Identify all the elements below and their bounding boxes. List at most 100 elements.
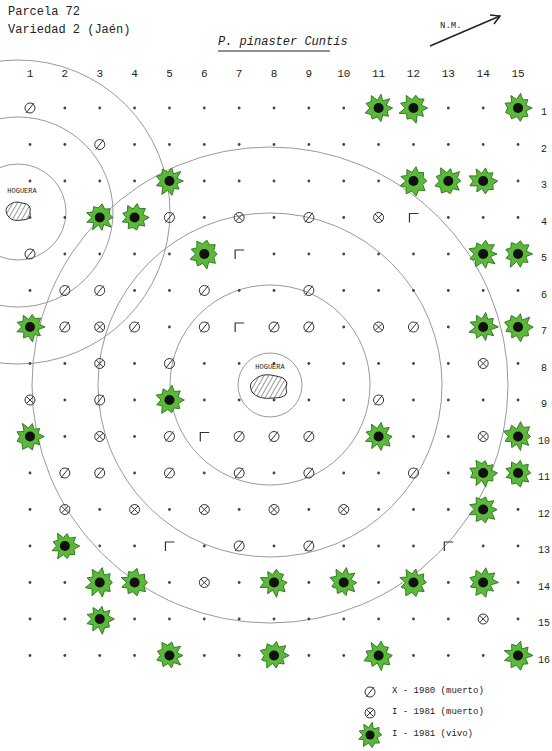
living-dot	[98, 180, 101, 183]
dead-1980-symbol	[200, 322, 208, 332]
column-number: 14	[477, 68, 490, 80]
living-dot	[307, 654, 310, 657]
row-number: 14	[538, 581, 550, 592]
living-dot	[63, 216, 66, 219]
living-dot	[412, 253, 415, 256]
living-tree	[121, 568, 147, 595]
corner-mark	[200, 433, 209, 442]
living-dot	[307, 253, 310, 256]
dead-1980-symbol	[165, 213, 173, 223]
dead-1981-symbol	[201, 506, 208, 513]
dead-1981-symbol	[480, 360, 487, 367]
row-number: 8	[541, 362, 547, 373]
living-dot	[273, 253, 276, 256]
living-dot	[517, 362, 520, 365]
living-dot	[342, 180, 345, 183]
living-dot	[168, 107, 171, 110]
living-dot	[29, 180, 32, 183]
distance-rings	[0, 60, 508, 623]
living-tree	[25, 432, 35, 442]
dead-1980-symbol	[375, 395, 383, 405]
living-tree	[87, 606, 114, 634]
living-tree	[330, 568, 357, 596]
living-dot	[238, 399, 241, 402]
dead-1981-symbol	[236, 214, 243, 221]
living-dot	[133, 143, 136, 146]
living-dot	[273, 399, 276, 402]
corner-mark	[409, 214, 418, 223]
living-dot	[63, 581, 66, 584]
living-dot	[63, 253, 66, 256]
dead-1980-symbol	[130, 322, 140, 332]
dead-1980-symbol	[95, 468, 105, 478]
living-dot	[63, 362, 66, 365]
living-dot	[342, 618, 345, 621]
dead-1980-symbol	[131, 322, 139, 332]
column-number: 10	[337, 68, 350, 80]
living-dot	[517, 618, 520, 621]
living-dot	[203, 216, 206, 219]
living-dot	[447, 107, 450, 110]
living-dot	[63, 143, 66, 146]
living-dot	[412, 545, 415, 548]
column-number: 2	[62, 68, 69, 80]
dead-1980-symbol	[165, 432, 173, 442]
column-number: 8	[271, 68, 278, 80]
living-tree	[269, 651, 279, 661]
living-dot	[238, 654, 241, 657]
living-dot	[203, 362, 206, 365]
living-dot	[447, 654, 450, 657]
plot-label: Parcela 72	[8, 6, 80, 19]
living-tree	[469, 313, 498, 341]
dead-1980-symbol	[304, 286, 314, 296]
living-dot	[133, 399, 136, 402]
living-dot	[412, 435, 415, 438]
row-number: 3	[541, 180, 547, 191]
dead-1980-symbol	[165, 359, 173, 369]
living-dot	[342, 143, 345, 146]
living-dot	[273, 472, 276, 475]
living-tree	[478, 176, 488, 186]
dead-1980-symbol	[374, 395, 384, 405]
living-dot	[307, 618, 310, 621]
corner-mark	[235, 250, 244, 259]
living-dot	[168, 289, 171, 292]
living-tree	[478, 578, 488, 588]
dead-1981-symbol	[61, 506, 68, 513]
living-dot	[29, 289, 32, 292]
living-tree	[122, 204, 149, 230]
dead-1980-symbol	[199, 322, 209, 332]
north-arrow	[430, 15, 500, 46]
dead-1980-symbol	[96, 395, 104, 405]
living-dot	[273, 618, 276, 621]
dead-1980-symbol	[269, 322, 279, 332]
living-tree	[366, 423, 393, 451]
dead-1980-symbol	[270, 322, 278, 332]
living-dot	[412, 362, 415, 365]
living-dot	[342, 362, 345, 365]
bonfire-label: HOGUERA	[7, 188, 36, 196]
living-tree	[504, 641, 533, 670]
living-tree	[95, 213, 105, 223]
row-number: 9	[541, 399, 547, 410]
living-dot	[238, 143, 241, 146]
dead-1980-symbol	[304, 322, 314, 332]
living-dot	[307, 180, 310, 183]
living-dot	[203, 545, 206, 548]
living-tree	[470, 568, 499, 598]
corner-mark	[444, 542, 453, 551]
living-tree	[399, 95, 428, 123]
living-tree	[408, 578, 418, 588]
variety-label: Variedad 2 (Jaén)	[8, 24, 130, 37]
column-number: 4	[131, 68, 138, 80]
living-dot	[482, 654, 485, 657]
living-dot	[377, 508, 380, 511]
living-dot	[168, 326, 171, 329]
living-dot	[98, 253, 101, 256]
living-dot	[482, 107, 485, 110]
living-dot	[238, 508, 241, 511]
living-dot	[307, 143, 310, 146]
living-tree	[469, 240, 497, 268]
dead-1980-symbol	[270, 432, 278, 442]
living-dot	[342, 399, 345, 402]
